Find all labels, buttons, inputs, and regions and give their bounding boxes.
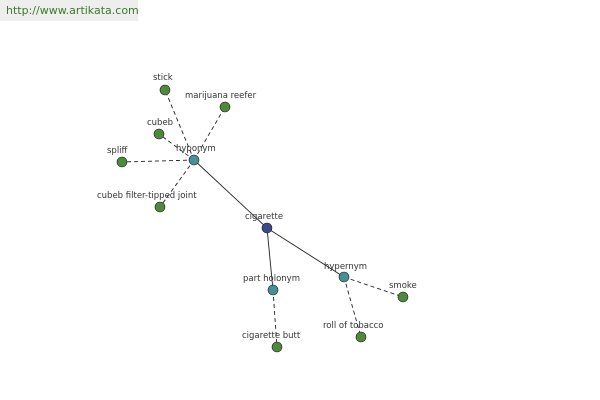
term-node-cigarette-butt[interactable] (271, 341, 283, 353)
term-label-spliff: spliff (107, 146, 129, 156)
center-label-cigarette: cigarette (245, 212, 283, 222)
term-label-stick: stick (153, 73, 173, 83)
term-label-cubeb-filter-tipped-joint: cubeb filter-tipped joint (97, 191, 197, 201)
term-node-spliff[interactable] (116, 156, 128, 168)
term-label-smoke: smoke (389, 281, 417, 291)
edge-hypernym-roll-of-tobacco (343, 276, 362, 338)
edge-part-holonym-cigarette-butt (272, 289, 278, 348)
term-label-cubeb: cubeb (147, 118, 173, 128)
edge-hyponym-cubeb-filter-tipped-joint (159, 159, 195, 208)
edge-hyponym-marijuana-reefer (193, 106, 226, 161)
graph-edges (121, 89, 404, 348)
edge-hyponym-cubeb (158, 133, 195, 161)
edge-cigarette-part-holonym (266, 227, 274, 291)
edge-hypernym-smoke (343, 276, 404, 298)
edge-cigarette-hypernym (266, 227, 345, 278)
relation-label-hypernym: hypernym (324, 262, 367, 272)
term-node-cubeb[interactable] (153, 128, 165, 140)
site-link[interactable]: http://www.artikata.com (0, 0, 139, 21)
edge-hyponym-spliff (121, 159, 195, 163)
relation-node-part-holonym[interactable] (267, 284, 279, 296)
term-label-marijuana-reefer: marijuana reefer (185, 91, 257, 101)
term-label-cigarette-butt: cigarette butt (242, 331, 301, 341)
term-label-roll-of-tobacco: roll of tobacco (323, 321, 384, 331)
graph-labels: stick marijuana reefer cubeb spliff cubeb fi… (97, 73, 417, 341)
edge-hyponym-stick (164, 89, 195, 161)
center-node-cigarette[interactable] (261, 222, 273, 234)
relation-label-hyponym: hyponym (176, 144, 216, 154)
term-node-marijuana-reefer[interactable] (219, 101, 231, 113)
term-node-roll-of-tobacco[interactable] (355, 331, 367, 343)
edge-cigarette-hyponym (193, 159, 268, 229)
relation-node-hyponym[interactable] (188, 154, 200, 166)
term-node-smoke[interactable] (397, 291, 409, 303)
term-node-stick[interactable] (159, 84, 171, 96)
relation-label-part-holonym: part holonym (243, 274, 300, 284)
term-node-cubeb-filter-tipped-joint[interactable] (154, 201, 166, 213)
graph-nodes (116, 84, 409, 353)
relation-node-hypernym[interactable] (338, 271, 350, 283)
